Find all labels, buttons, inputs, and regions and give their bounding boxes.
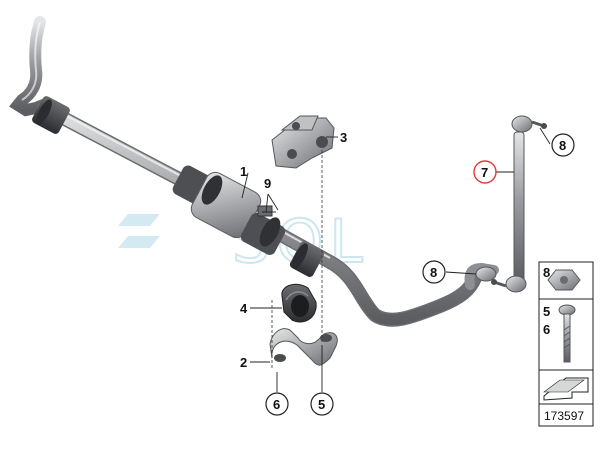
- callouts: 1 9 3 4 2 6 5 8 8 7: [240, 130, 575, 416]
- bar-clamp: [269, 328, 338, 366]
- callout-1: 1: [240, 164, 247, 179]
- bolt-icon: [558, 304, 576, 363]
- legend-panel: 8 5 6: [538, 261, 594, 427]
- stabilizer-bar: [9, 16, 499, 327]
- callout-5-circle: [310, 392, 334, 416]
- legend-row2a-label: 5: [543, 304, 550, 319]
- nut-hint: [491, 123, 547, 285]
- callout-6-circle: [265, 392, 289, 416]
- callout-3: 3: [340, 130, 347, 145]
- callout-7-circle: [473, 160, 497, 184]
- callout-4: 4: [240, 301, 248, 316]
- callout-5: 5: [318, 397, 325, 412]
- direction-arrow-icon: [543, 377, 589, 401]
- left-bar-bushing: [32, 96, 70, 134]
- callout-8a: 8: [559, 138, 566, 153]
- legend-row2b-label: 6: [543, 322, 550, 337]
- mount-bracket: [271, 115, 335, 169]
- leader-lines: [241, 127, 551, 392]
- legend-row1-label: 8: [543, 265, 550, 280]
- callout-8b-circle: [422, 260, 446, 284]
- diagram-number: 173597: [544, 409, 584, 423]
- nut-icon: [547, 269, 581, 291]
- stabilizer-actuator: [172, 165, 286, 255]
- right-bar-bushing: [289, 241, 325, 277]
- callout-8a-circle: [551, 133, 575, 157]
- stabilizer-link: [493, 115, 545, 293]
- callout-8b: 8: [430, 265, 437, 280]
- rubber-mount: [281, 283, 317, 323]
- callout-2: 2: [240, 355, 247, 370]
- callout-7: 7: [481, 165, 488, 180]
- alignment-lines: [271, 150, 323, 370]
- callout-9: 9: [264, 176, 271, 191]
- callout-6: 6: [273, 397, 280, 412]
